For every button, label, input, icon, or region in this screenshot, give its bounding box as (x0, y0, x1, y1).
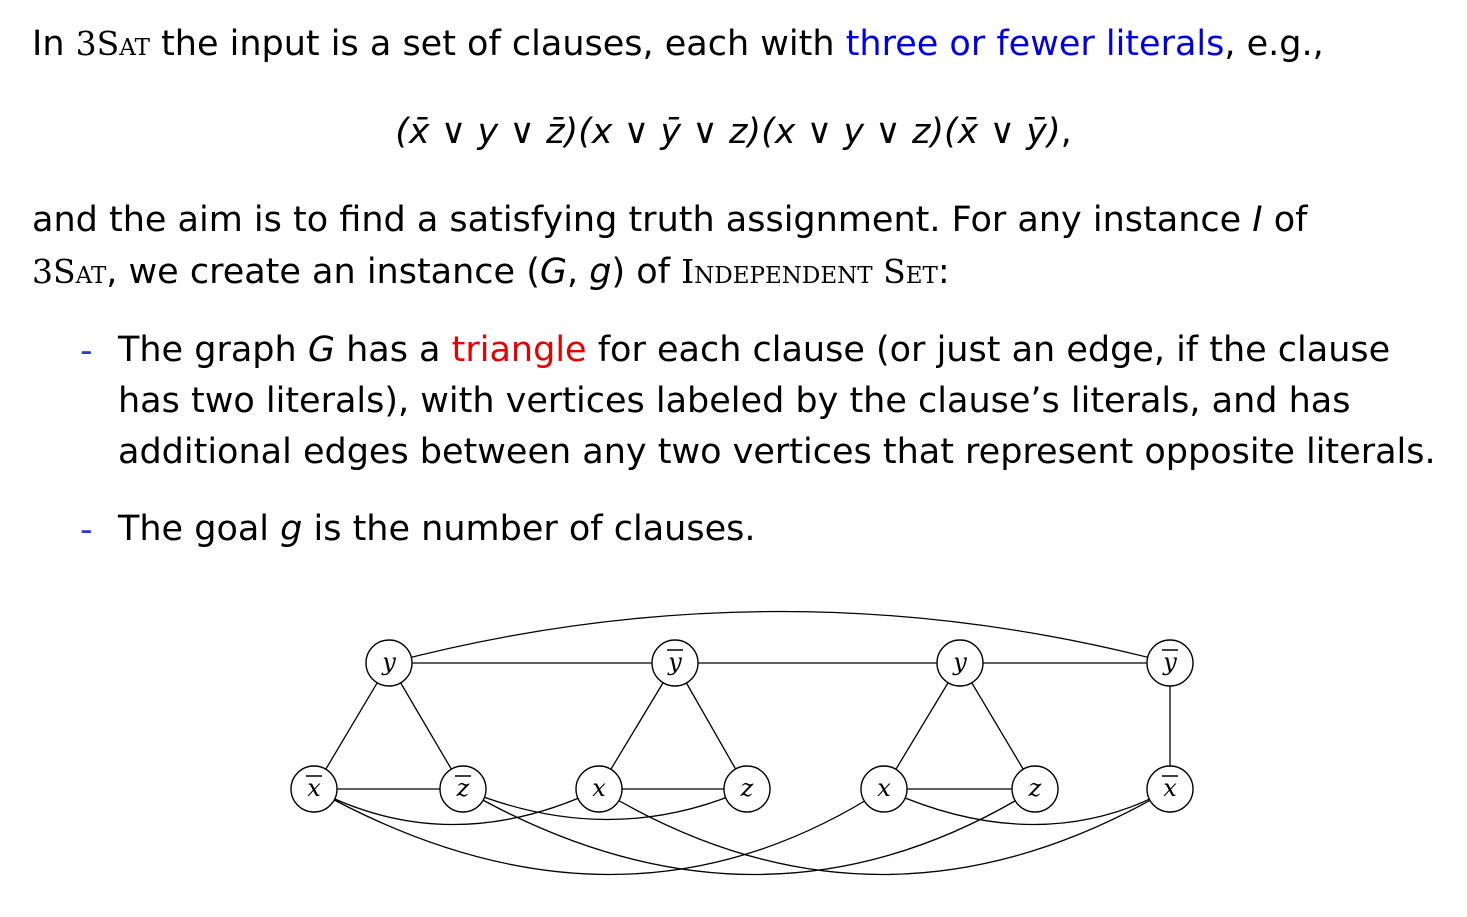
para2-line2: 3Sat, we create an instance (G, g) of In… (32, 252, 950, 292)
vertex-circle (936, 639, 984, 687)
graph-vertex-c2-right: z (723, 765, 771, 813)
graph-vertex-c4-bottom: x (1146, 765, 1194, 813)
problem-name-3sat-2: 3Sat (32, 252, 107, 291)
vertex-label: y (952, 648, 967, 676)
graph-edge-c3-top-c3-right (959, 662, 1036, 790)
graph-edge-c1-top-c1-right (388, 662, 464, 790)
formula-clause-4: (x̄ ∨ ȳ) (944, 112, 1061, 152)
formula-clause-2: (x ∨ ȳ ∨ z) (578, 112, 762, 152)
graph-edge-c1-right-c2-right (462, 788, 748, 821)
graph-vertex-c3-top: y (936, 639, 984, 687)
graph-edge-c2-top-c2-right (674, 662, 748, 790)
vertex-label: x (592, 774, 606, 802)
problem-name-independent-set: Independent Set (681, 252, 938, 291)
graph-vertex-c1-left: x (290, 765, 338, 813)
graph-edge-c1-top-c4-top (388, 610, 1171, 664)
formula-clause-3: (x ∨ y ∨ z) (761, 112, 944, 152)
graph-vertex-c3-left: x (860, 765, 908, 813)
vertex-label: y (667, 648, 682, 676)
graph-vertices: y x z y x z y x z y x (290, 639, 1194, 813)
graph-vertex-c3-right: z (1011, 765, 1059, 813)
graph-vertex-c4-top: y (1146, 639, 1194, 687)
bullet-marker-2: - (80, 510, 93, 550)
bullet-item-2: The goal g is the number of clauses. (118, 509, 756, 549)
highlight-triangle: triangle (451, 330, 587, 370)
formula-clause-1: (x̄ ∨ y ∨ z̄) (395, 112, 579, 152)
intro-text-1: In (32, 24, 76, 64)
vertex-label: z (456, 774, 470, 802)
vertex-circle (1146, 765, 1194, 813)
graph-edges (313, 610, 1171, 876)
bullet-item-1-line2: has two literals), with vertices labeled… (118, 381, 1351, 421)
bullet-marker-1: - (80, 331, 93, 371)
graph-edge-c1-right-c3-right (462, 788, 1036, 876)
vertex-circle (1011, 765, 1059, 813)
graph-vertex-c2-left: x (575, 765, 623, 813)
instance-symbol-i: I (1252, 200, 1263, 240)
graph-edge-c1-top-c1-left (313, 662, 390, 790)
graph-edge-c4-bottom-c3-left (883, 788, 1171, 826)
graph-vertex-c2-top: y (651, 639, 699, 687)
intro-text-3: , e.g., (1224, 24, 1324, 64)
vertex-circle (651, 639, 699, 687)
bullet-item-1-line1: The graph G has a triangle for each clau… (118, 330, 1391, 370)
highlight-three-or-fewer: three or fewer literals (845, 24, 1225, 64)
example-formula: (x̄ ∨ y ∨ z̄)(x ∨ ȳ ∨ z)(x ∨ y ∨ z)(x̄ ∨… (395, 112, 1072, 152)
graph-edge-c2-top-c2-left (598, 662, 676, 790)
vertex-label: x (1163, 774, 1177, 802)
vertex-circle (439, 765, 487, 813)
vertex-label: x (877, 774, 891, 802)
intro-line: In 3Sat the input is a set of clauses, e… (32, 22, 1324, 66)
vertex-label: z (740, 774, 754, 802)
vertex-circle (575, 765, 623, 813)
graph-vertex-c1-top: y (365, 639, 413, 687)
graph-edge-c1-left-c3-left (313, 788, 885, 876)
para2-line1: and the aim is to find a satisfying trut… (32, 200, 1308, 240)
vertex-circle (365, 639, 413, 687)
graph-vertex-c1-right: z (439, 765, 487, 813)
bullet-item-1-line3: additional edges between any two vertice… (118, 432, 1436, 472)
problem-name-3sat: 3Sat (75, 24, 150, 63)
graph-edge-c1-left-c2-left (313, 788, 600, 826)
vertex-label: z (1028, 774, 1042, 802)
vertex-label: y (1162, 648, 1177, 676)
vertex-circle (1146, 639, 1194, 687)
vertex-label: x (307, 774, 321, 802)
graph-edge-c4-bottom-c2-left (598, 788, 1171, 876)
vertex-circle (860, 765, 908, 813)
intro-text-2: the input is a set of clauses, each with (149, 24, 846, 64)
vertex-label: y (381, 648, 396, 676)
vertex-circle (723, 765, 771, 813)
graph-edge-c3-top-c3-left (883, 662, 961, 790)
vertex-circle (290, 765, 338, 813)
